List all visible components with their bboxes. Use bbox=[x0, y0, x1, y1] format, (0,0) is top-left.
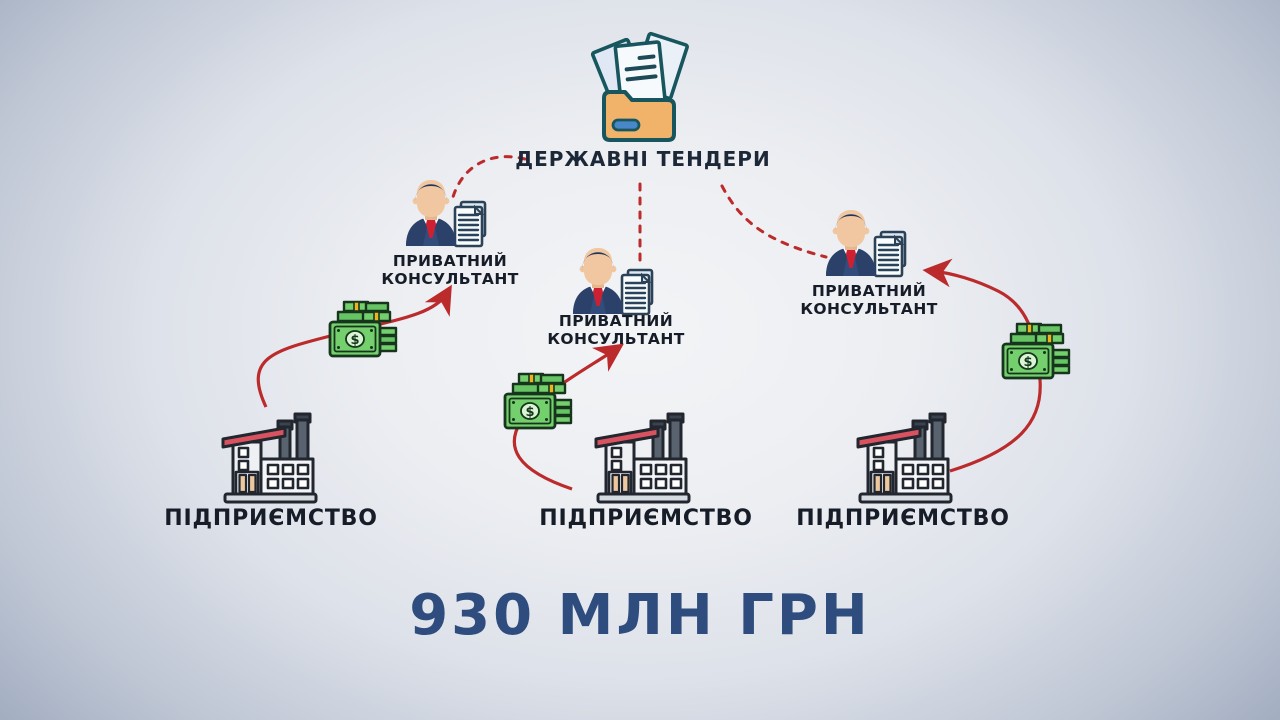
enterprise-label-2: ПІДПРИЄМСТВО bbox=[539, 506, 753, 531]
folder-documents-icon bbox=[590, 31, 690, 142]
businessman-document-icon bbox=[824, 208, 907, 278]
enterprise-label-3: ПІДПРИЄМСТВО bbox=[796, 506, 1010, 531]
consultant-label-2: ПРИВАТНИЙ КОНСУЛЬТАНТ bbox=[547, 312, 684, 348]
consultant-label-3: ПРИВАТНИЙ КОНСУЛЬТАНТ bbox=[800, 282, 937, 318]
dashed-link-consultant1-to-tenders bbox=[451, 155, 527, 199]
consultant-label-line2: КОНСУЛЬТАНТ bbox=[800, 300, 938, 318]
tenders-label: ДЕРЖАВНІ ТЕНДЕРИ bbox=[515, 147, 771, 171]
consultant-label-1: ПРИВАТНИЙ КОНСУЛЬТАНТ bbox=[381, 252, 518, 288]
consultant-label-line2: КОНСУЛЬТАНТ bbox=[381, 270, 519, 288]
money-stack-icon bbox=[328, 300, 398, 358]
consultant-label-line2: КОНСУЛЬТАНТ bbox=[547, 330, 685, 348]
enterprise-label-1: ПІДПРИЄМСТВО bbox=[164, 506, 378, 531]
consultant-label-line1: ПРИВАТНИЙ bbox=[558, 312, 674, 330]
money-stack-icon bbox=[1001, 322, 1071, 380]
factory-icon bbox=[221, 412, 318, 504]
consultant-label-line1: ПРИВАТНИЙ bbox=[392, 252, 508, 270]
money-stack-icon bbox=[503, 372, 573, 430]
consultant-label-line1: ПРИВАТНИЙ bbox=[811, 282, 927, 300]
factory-icon bbox=[594, 412, 691, 504]
dashed-link-tenders-to-consultant3 bbox=[720, 184, 828, 259]
businessman-document-icon bbox=[404, 178, 487, 248]
total-amount-text: 930 МЛН ГРН bbox=[409, 583, 871, 648]
factory-icon bbox=[856, 412, 953, 504]
